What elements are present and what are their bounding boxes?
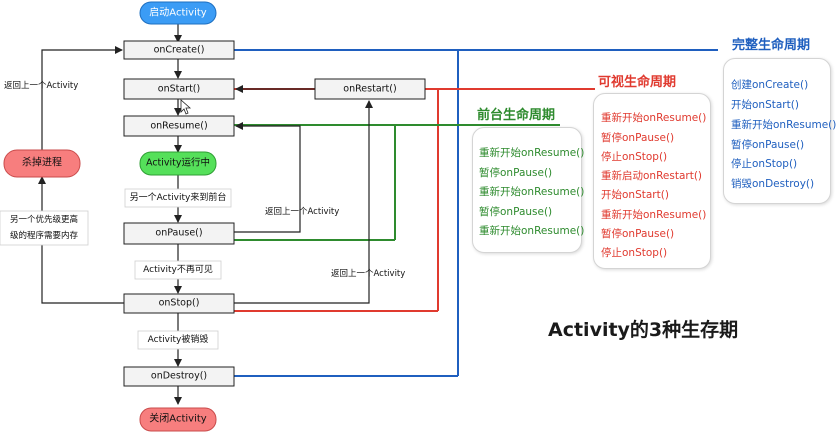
complete-cycle-item-6: 销毁onDestroy(): [731, 178, 815, 190]
mouse-cursor-icon: [180, 99, 192, 115]
foreground-cycle-title: 前台生命周期: [477, 108, 556, 123]
visible-cycle-box: [593, 93, 711, 269]
onrestart-node: [314, 78, 426, 100]
complete-cycle-item-3: 重新开始onResume(): [731, 119, 837, 131]
complete-cycle-item-4: 暂停onPause(): [731, 139, 805, 151]
foreground-cycle-line: [234, 124, 560, 241]
foreground-cycle-item-4: 暂停onPause(): [479, 206, 553, 218]
running-label: Activity运行中: [146, 157, 210, 169]
onstop-label: onStop(): [159, 298, 200, 309]
edge-label-other-front: 另一个Activity来到前台: [130, 191, 227, 203]
foreground-cycle-item-1: 重新开始onResume(): [479, 147, 585, 159]
edge-label-return-create: 返回上一个Activity: [4, 80, 78, 91]
onstart-node: [123, 78, 235, 100]
visible-cycle-item-7: 暂停onPause(): [601, 228, 675, 240]
visible-cycle-item-1: 重新开始onResume(): [601, 112, 707, 124]
edge-label-bg-low-memory: [0, 210, 89, 246]
edge-label-return-resume: 返回上一个Activity: [265, 206, 339, 217]
oncreate-node: [123, 40, 235, 60]
foreground-cycle-box: [472, 127, 582, 253]
edge-label-low-memory-2: 级的程序需要内存: [10, 230, 79, 241]
onresume-label: onResume(): [150, 121, 207, 132]
edge-label-bg-not-visible: [134, 260, 222, 280]
close-label: 关闭Activity: [149, 412, 206, 425]
visible-cycle-item-6: 重新开始onResume(): [601, 209, 707, 221]
return-edges: [38, 46, 373, 304]
visible-cycle-item-4: 重新启动onRestart(): [601, 170, 703, 182]
edge-label-not-visible: Activity不再可见: [143, 264, 213, 275]
diagram-main-title: Activity的3种生存期: [548, 319, 739, 341]
complete-cycle-item-1: 创建onCreate(): [731, 79, 809, 91]
foreground-cycle-item-2: 暂停onPause(): [479, 167, 553, 179]
start-node: [139, 1, 217, 25]
complete-cycle-title: 完整生命周期: [732, 38, 811, 53]
complete-cycle-line: [234, 49, 718, 377]
kill-label: 杀掉进程: [22, 156, 62, 169]
start-label: 启动Activity: [149, 6, 206, 19]
onpause-node: [123, 222, 235, 245]
onrestart-label: onRestart(): [343, 84, 396, 95]
edge-label-destroyed: Activity被销毁: [148, 333, 209, 345]
ondestroy-node: [123, 366, 235, 387]
complete-cycle-item-2: 开始onStart(): [731, 99, 799, 111]
edge-label-low-memory-1: 另一个优先级更高: [10, 214, 78, 225]
onstop-node: [123, 293, 235, 314]
onresume-node: [123, 115, 235, 137]
visible-cycle-item-5: 开始onStart(): [601, 189, 669, 201]
ondestroy-label: onDestroy(): [151, 371, 207, 382]
visible-cycle-item-8: 停止onStop(): [601, 247, 668, 259]
foreground-cycle-item-5: 重新开始onResume(): [479, 225, 585, 237]
onstart-label: onStart(): [158, 84, 200, 95]
onpause-label: onPause(): [155, 228, 202, 239]
kill-node: [3, 149, 81, 178]
oncreate-label: onCreate(): [154, 45, 205, 56]
complete-cycle-item-5: 停止onStop(): [731, 158, 798, 170]
visible-cycle-item-3: 停止onStop(): [601, 151, 668, 163]
edge-label-bg-other-front: [124, 188, 232, 208]
edge-label-return-restart: 返回上一个Activity: [331, 268, 405, 279]
running-node: [139, 151, 217, 176]
visible-cycle-title: 可视生命周期: [598, 75, 677, 90]
complete-cycle-box: [723, 58, 831, 204]
edge-label-bg-destroyed: [137, 330, 219, 350]
foreground-cycle-item-3: 重新开始onResume(): [479, 186, 585, 198]
close-node: [139, 407, 217, 432]
visible-cycle-item-2: 暂停onPause(): [601, 132, 675, 144]
